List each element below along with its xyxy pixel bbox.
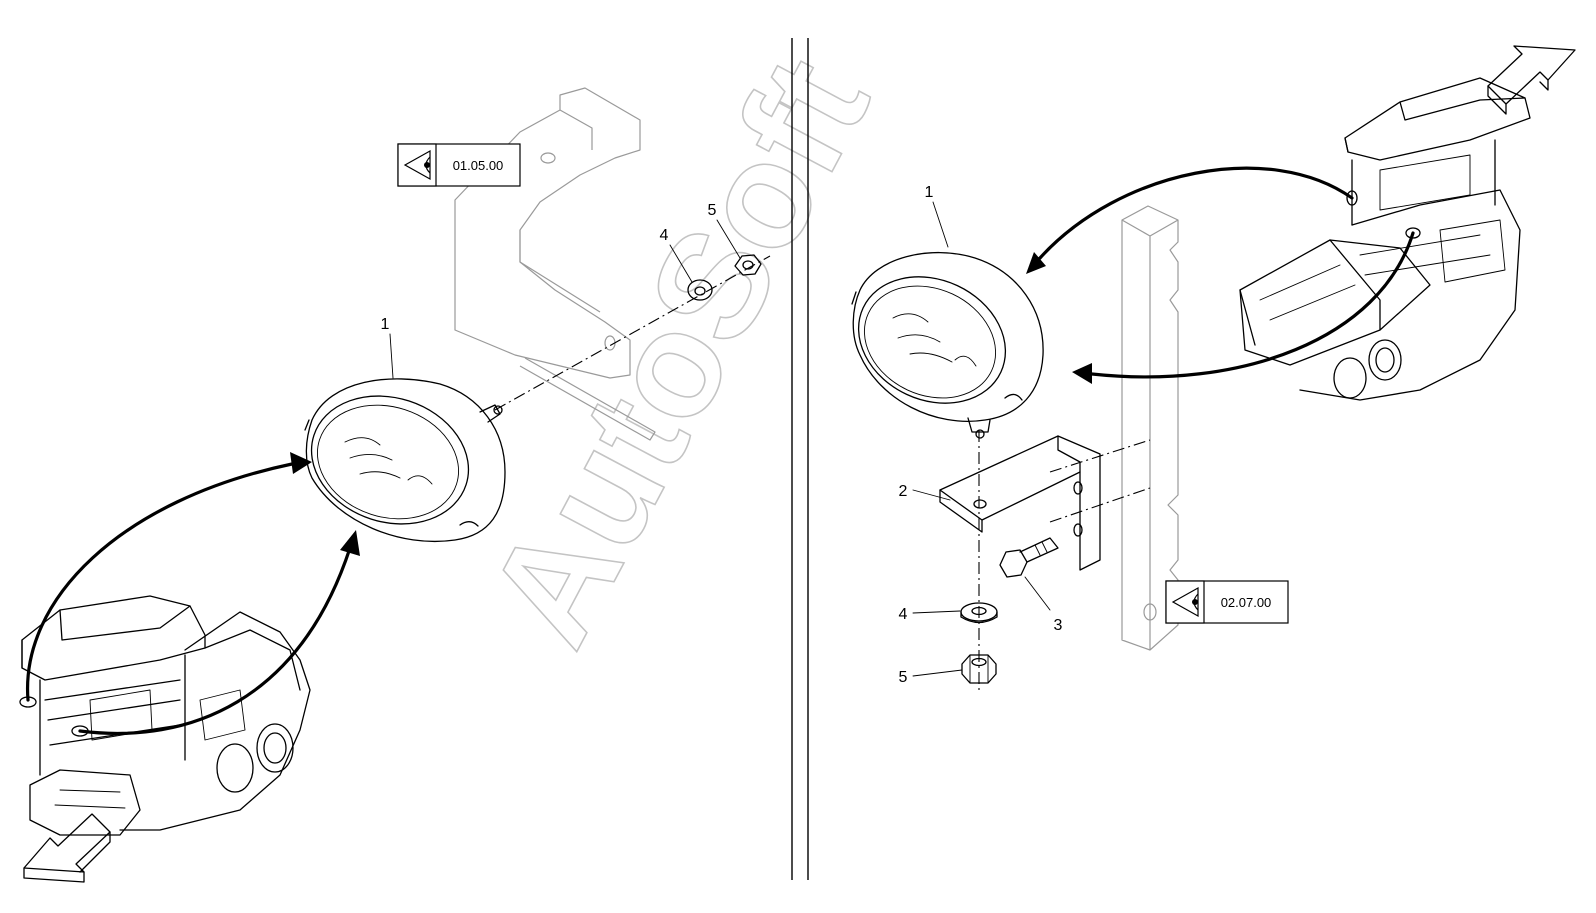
right-washer (960, 602, 998, 624)
right-nut (961, 654, 997, 684)
view-divider (791, 38, 809, 880)
callout-right-bolt: 3 (1054, 617, 1063, 634)
reference-code-left: 01.05.00 (453, 158, 504, 173)
direction-arrow-icon (1487, 45, 1576, 115)
callout-right-nut: 5 (899, 669, 908, 686)
direction-arrow-icon (23, 813, 111, 883)
right-pointer-arrow-upper (1038, 166, 1354, 260)
left-pointer-arrow-lower (78, 546, 352, 735)
watermark: AutoSoft (455, 32, 901, 670)
right-frame-beam (1121, 205, 1179, 651)
callout-left-nut: 5 (708, 202, 717, 219)
left-pointer-arrow-upper (25, 462, 294, 702)
callout-right-washer: 4 (899, 606, 908, 623)
left-work-lamp (304, 378, 506, 543)
view-reference-eye-icon (1171, 586, 1199, 618)
callout-right-lamp: 1 (925, 184, 934, 201)
left-washer (687, 279, 713, 301)
right-paver-machine (1239, 77, 1531, 401)
callout-left-lamp: 1 (381, 316, 390, 333)
left-paver-machine (19, 595, 311, 836)
reference-box-left[interactable]: 01.05.00 (397, 143, 521, 187)
left-view: 01.05.00 (19, 87, 771, 883)
callout-right-bracket: 2 (899, 483, 908, 500)
left-assembly-axis (494, 255, 771, 411)
right-mounting-bracket (939, 435, 1101, 571)
right-pointer-arrow-lower (1090, 231, 1415, 379)
right-work-lamp (851, 251, 1044, 439)
right-view: 02.07.00 (851, 45, 1576, 690)
reference-code-right: 02.07.00 (1221, 595, 1272, 610)
left-nut (734, 254, 762, 276)
left-cab-structure (454, 87, 656, 441)
callout-left-washer: 4 (660, 227, 669, 244)
view-reference-eye-icon (403, 149, 431, 181)
reference-box-right[interactable]: 02.07.00 (1165, 580, 1289, 624)
right-bolt (999, 537, 1059, 578)
